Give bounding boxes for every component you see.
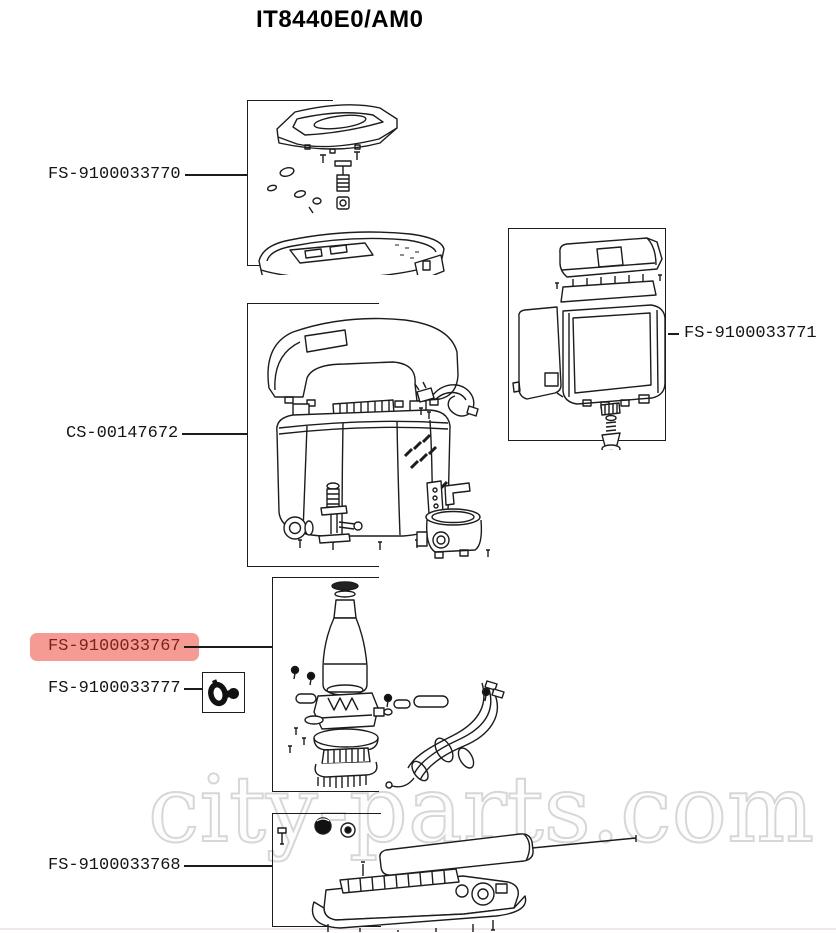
part-label-fs-9100033777[interactable]: FS-9100033777 xyxy=(48,679,181,698)
tank-lid-drawing xyxy=(559,237,663,278)
top-cover-assembly-drawing xyxy=(245,95,475,275)
leader-line-767 xyxy=(184,646,272,648)
bottom-divider xyxy=(0,928,836,930)
fastener-part-box xyxy=(202,672,245,713)
motor-stack-drawing xyxy=(288,727,379,788)
bracket-pipe-drawing xyxy=(426,480,471,515)
water-tank-assembly-drawing xyxy=(505,225,680,450)
page-title: IT8440E0/AM0 xyxy=(256,6,424,33)
fastener-part-icon xyxy=(208,679,239,707)
hoses-drawing xyxy=(385,680,505,789)
tank-valve-drawing xyxy=(600,402,621,450)
main-housing-assembly-drawing xyxy=(245,300,500,575)
handle-band-drawing xyxy=(267,317,459,408)
valve-drawing xyxy=(318,482,363,544)
frame-main-housing xyxy=(247,303,379,567)
part-label-fs-9100033768[interactable]: FS-9100033768 xyxy=(48,856,181,875)
leader-line-770 xyxy=(185,174,247,176)
pump-unit-drawing xyxy=(416,508,490,559)
pump-block-drawing xyxy=(304,692,393,730)
tank-box-drawing xyxy=(562,304,666,409)
part-label-fs-9100033770[interactable]: FS-9100033770 xyxy=(48,165,181,184)
knob-drawing xyxy=(283,516,314,540)
boiler-pump-assembly-drawing xyxy=(268,578,508,796)
control-housing-drawing xyxy=(258,231,445,275)
cover-screws-drawing xyxy=(320,151,360,210)
base-assembly-drawing xyxy=(268,812,658,932)
leader-line-777 xyxy=(184,688,202,690)
leader-line-cs xyxy=(182,433,247,435)
cover-plate-drawing xyxy=(276,104,398,154)
part-label-fs-9100033771[interactable]: FS-9100033771 xyxy=(684,324,817,343)
small-fittings-drawing xyxy=(290,665,491,709)
leader-line-768 xyxy=(184,865,272,867)
base-feet-screws-drawing xyxy=(327,920,495,932)
cylinder-tube-drawing xyxy=(379,833,637,876)
base-plate-drawing xyxy=(311,868,527,929)
tank-door-panel-drawing xyxy=(512,306,564,400)
tank-hinge-drawing xyxy=(555,274,662,303)
part-label-fs-9100033767-highlighted[interactable]: FS-9100033767 xyxy=(30,633,199,661)
cover-gaskets-drawing xyxy=(266,167,322,214)
boiler-bottle-drawing xyxy=(322,581,368,696)
frame-boiler-pump xyxy=(272,577,379,792)
part-label-cs-00147672[interactable]: CS-00147672 xyxy=(66,424,179,443)
base-fasteners-drawing xyxy=(277,817,365,876)
leader-line-771 xyxy=(668,333,679,335)
power-cord-drawing xyxy=(414,381,479,419)
